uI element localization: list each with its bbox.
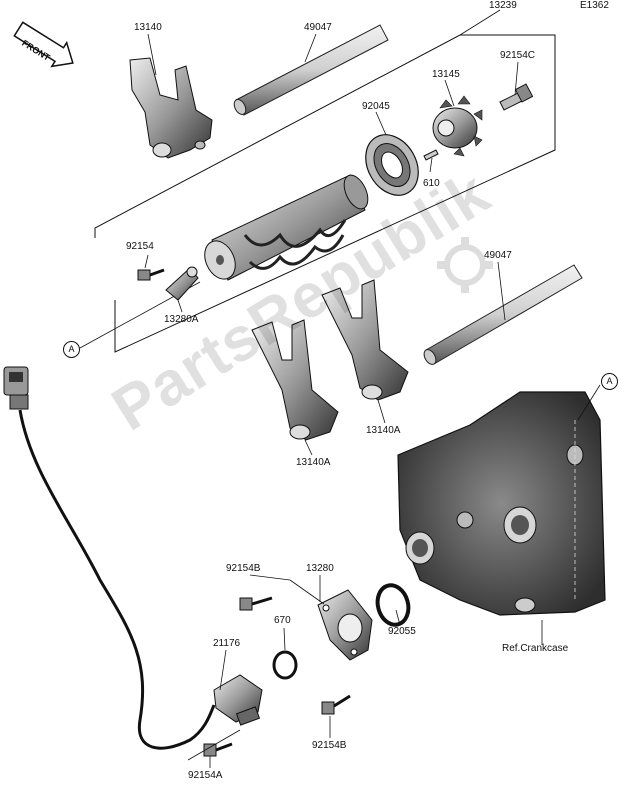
- bolt-92154c: [499, 83, 534, 111]
- shift-drum-cam: [432, 95, 483, 157]
- wire-harness: [18, 409, 216, 750]
- shift-fork-left: [251, 319, 339, 441]
- o-ring-large: [375, 583, 411, 627]
- part-label-49047-right[interactable]: 49047: [484, 250, 512, 261]
- sensor-connector: [3, 366, 29, 410]
- callout-a-right: A: [601, 373, 618, 390]
- part-label-13140[interactable]: 13140: [134, 22, 162, 33]
- part-label-13280a[interactable]: 13280A: [164, 314, 199, 325]
- part-label-21176[interactable]: 21176: [213, 638, 241, 649]
- positioning-lever: [165, 266, 199, 301]
- part-label-92045[interactable]: 92045: [362, 101, 390, 112]
- o-ring-small: [272, 650, 298, 680]
- part-label-13140a-right[interactable]: 13140A: [366, 425, 401, 436]
- part-label-92154b-bottom[interactable]: 92154B: [312, 740, 347, 751]
- part-label-670[interactable]: 670: [274, 615, 291, 626]
- leader-lines: [144, 33, 601, 768]
- bolt-92154a: [203, 742, 233, 757]
- assembly-group-outline: [94, 34, 556, 353]
- ref-crankcase-label[interactable]: Ref.Crankcase: [502, 643, 569, 654]
- front-arrow-icon: [13, 21, 74, 68]
- shift-rod-right: [423, 264, 583, 365]
- dowel-pin: [423, 149, 439, 161]
- bolt-92154: [137, 268, 165, 281]
- bolt-92154b-top: [239, 596, 273, 611]
- part-label-13140a-left[interactable]: 13140A: [296, 457, 331, 468]
- shift-fork-top: [129, 57, 213, 159]
- part-label-92055[interactable]: 92055: [388, 626, 416, 637]
- crankcase: [397, 391, 606, 616]
- shift-drum: [204, 174, 369, 281]
- bolt-92154b-bottom: [321, 694, 351, 715]
- part-label-92154c[interactable]: 92154C: [500, 50, 536, 61]
- diagram-code: E1362: [580, 0, 609, 11]
- part-label-92154[interactable]: 92154: [126, 241, 154, 252]
- shift-fork-right: [321, 279, 409, 401]
- part-label-610[interactable]: 610: [423, 178, 440, 189]
- part-label-92154b-top[interactable]: 92154B: [226, 563, 261, 574]
- callout-a-left: A: [63, 341, 80, 358]
- watermark-gear-icon: [437, 237, 493, 293]
- shift-rod-top: [233, 24, 389, 116]
- gear-position-sensor: [213, 674, 263, 726]
- watermark: [437, 237, 493, 293]
- part-label-49047-top[interactable]: 49047: [304, 22, 332, 33]
- sensor-holder: [317, 589, 373, 661]
- part-label-92154a[interactable]: 92154A: [188, 770, 223, 781]
- part-label-13145[interactable]: 13145: [432, 69, 460, 80]
- bearing: [365, 134, 419, 196]
- part-label-13280[interactable]: 13280: [306, 563, 334, 574]
- part-label-13239[interactable]: 13239: [489, 0, 517, 11]
